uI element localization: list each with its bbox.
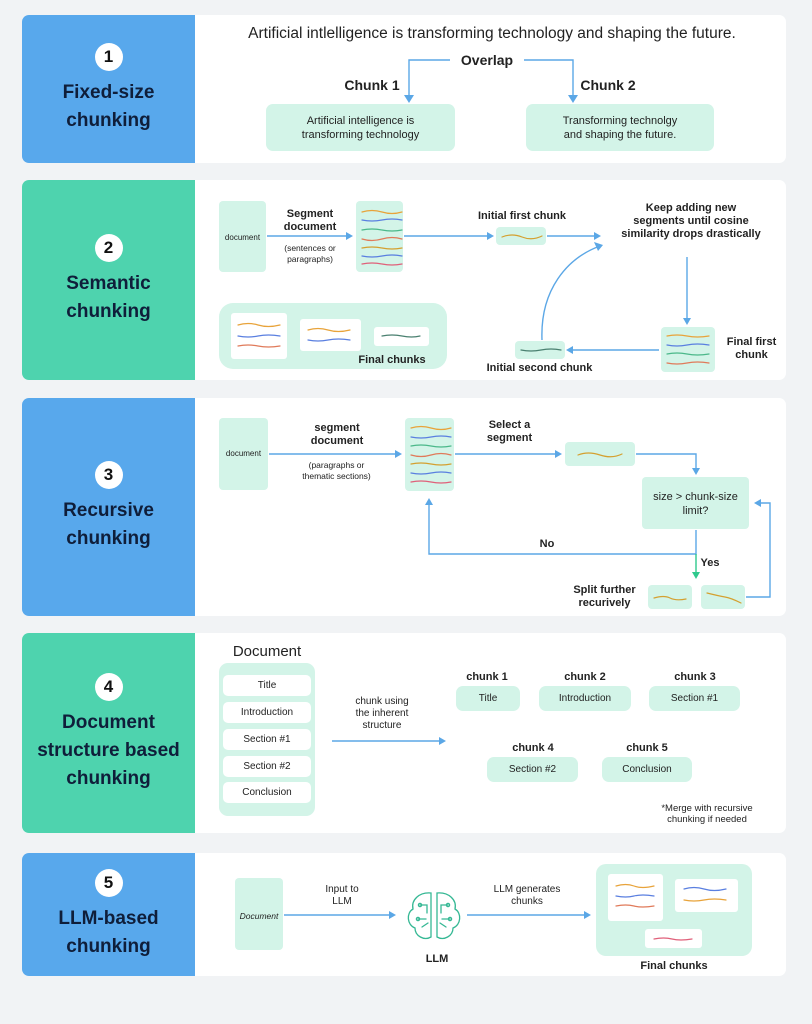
section-4-number: 4 bbox=[94, 673, 123, 701]
section-fixed-size: 1 Fixed-size chunking Artificial intlell… bbox=[22, 15, 786, 163]
chunk-2-label: chunk 2 bbox=[564, 671, 606, 683]
chunk-1-box: Title bbox=[456, 686, 520, 711]
final-chunk-1 bbox=[608, 874, 663, 921]
section-llm-based: 5 LLM-based chunking Document Input to L… bbox=[22, 853, 786, 976]
segment-sub: (paragraphs or thematic sections) bbox=[302, 460, 371, 481]
section-1-title: Fixed-size chunking bbox=[62, 82, 155, 131]
document-box bbox=[219, 201, 266, 272]
section-4-title: Document structure based chunking bbox=[37, 712, 180, 789]
doc-item-section-2: Section #2 bbox=[223, 756, 311, 777]
no-label: No bbox=[539, 538, 555, 550]
overlap-label: Overlap bbox=[460, 52, 514, 68]
brain-icon bbox=[407, 892, 461, 940]
final-first-chunk-box bbox=[661, 327, 715, 372]
section-1-number: 1 bbox=[94, 43, 123, 71]
section-4-arrows bbox=[332, 737, 446, 745]
segment-label: segment document bbox=[310, 422, 364, 447]
section-2-arrows bbox=[237, 209, 710, 365]
decision-text: size > chunk-size limit? bbox=[653, 491, 738, 517]
merge-note: *Merge with recursive chunking if needed bbox=[661, 803, 753, 825]
segment-label: Segment document bbox=[283, 208, 337, 233]
document-title: Document bbox=[232, 643, 302, 660]
document-label: Document bbox=[239, 911, 279, 921]
decision-box bbox=[642, 477, 749, 529]
chunk-5-box: Conclusion bbox=[602, 757, 692, 782]
section-2-sidebar: 2 Semantic chunking bbox=[22, 180, 195, 380]
section-4-sidebar: 4 Document structure based chunking bbox=[22, 633, 195, 833]
segment-sub: (sentences or paragraphs) bbox=[284, 243, 336, 264]
chunk-1-label: chunk 1 bbox=[466, 671, 508, 683]
sentence: Artificial intlelligence is transforming… bbox=[248, 25, 736, 42]
document-label: document bbox=[224, 233, 261, 242]
doc-item-introduction: Introduction bbox=[223, 702, 311, 723]
section-1-arrows bbox=[404, 59, 578, 103]
section-2-title: Semantic chunking bbox=[66, 273, 151, 322]
chunk-1-box: Artificial intelligence is transforming … bbox=[266, 104, 455, 151]
section-5-graphics bbox=[284, 883, 727, 941]
doc-item-section-1: Section #1 bbox=[223, 729, 311, 750]
doc-item-title: Title bbox=[223, 675, 311, 696]
chunk-2-text: Transforming technolgy and shaping the f… bbox=[562, 114, 678, 141]
chunk-4-label: chunk 4 bbox=[512, 742, 554, 754]
initial-second-chunk-label: Initial second chunk bbox=[486, 362, 593, 374]
section-5-number: 5 bbox=[94, 868, 123, 897]
segments-box bbox=[405, 418, 454, 491]
selected-segment-box bbox=[565, 442, 635, 466]
keep-adding-label: Keep adding new segments until cosine si… bbox=[621, 202, 761, 240]
section-document-structure: 4 Document structure based chunking Docu… bbox=[22, 633, 786, 833]
split-further-label: Split further recurively bbox=[573, 584, 636, 609]
section-semantic: 2 Semantic chunking document Segment doc… bbox=[22, 180, 786, 380]
section-5-title: LLM-based chunking bbox=[58, 907, 159, 957]
chunk-3-box: Section #1 bbox=[649, 686, 740, 711]
chunk-1-text: Artificial intelligence is transforming … bbox=[301, 114, 420, 141]
split-chunk-1 bbox=[648, 585, 692, 609]
final-chunk-3 bbox=[645, 929, 702, 948]
doc-item-conclusion: Conclusion bbox=[223, 782, 311, 803]
chunk-2-box: Introduction bbox=[539, 686, 631, 711]
chunk-5-label: chunk 5 bbox=[626, 742, 668, 754]
llm-generates-label: LLM generates chunks bbox=[493, 884, 561, 907]
final-chunk-2 bbox=[300, 319, 361, 351]
chunk-4-box: Section #2 bbox=[487, 757, 578, 782]
section-3-sidebar: 3 Recursive chunking bbox=[22, 398, 195, 616]
document-label: document bbox=[225, 449, 262, 458]
section-3-number: 3 bbox=[94, 461, 123, 489]
select-segment-label: Select a segment bbox=[486, 419, 533, 444]
input-label: Input to LLM bbox=[325, 884, 359, 907]
chunk-2-box: Transforming technolgy and shaping the f… bbox=[526, 104, 714, 151]
chunk-1-label: Chunk 1 bbox=[344, 77, 400, 93]
section-3-arrows bbox=[269, 425, 771, 604]
section-2-number: 2 bbox=[94, 234, 123, 262]
final-first-chunk-label: Final first chunk bbox=[726, 336, 777, 361]
final-chunk-2 bbox=[675, 879, 738, 912]
section-3-title: Recursive chunking bbox=[63, 500, 154, 549]
final-chunks-label: Final chunks bbox=[358, 354, 426, 366]
initial-first-chunk-label: Initial first chunk bbox=[477, 210, 566, 222]
section-recursive: 3 Recursive chunking document segment do… bbox=[22, 398, 786, 616]
document-box bbox=[235, 878, 283, 950]
using-structure-label: chunk using the inherent structure bbox=[355, 696, 409, 731]
section-1-sidebar: 1 Fixed-size chunking bbox=[22, 15, 195, 163]
yes-label: Yes bbox=[700, 557, 720, 569]
final-chunks-label: Final chunks bbox=[640, 960, 708, 972]
chunk-3-label: chunk 3 bbox=[674, 671, 716, 683]
document-box bbox=[219, 418, 268, 490]
chunk-2-label: Chunk 2 bbox=[580, 77, 636, 93]
llm-label: LLM bbox=[425, 953, 449, 965]
section-5-sidebar: 5 LLM-based chunking bbox=[22, 853, 195, 976]
